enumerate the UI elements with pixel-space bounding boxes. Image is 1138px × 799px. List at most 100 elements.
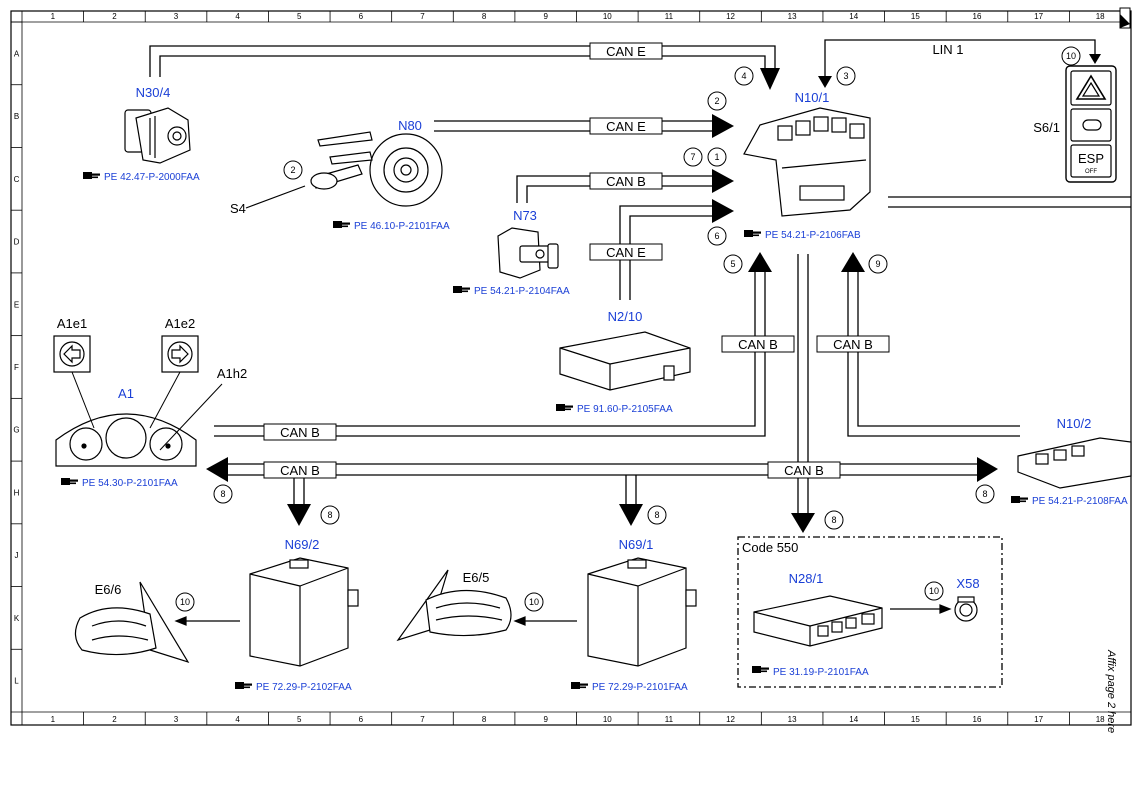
grid-column-label: 1	[51, 12, 56, 21]
reference-icon	[453, 286, 470, 293]
grid-column-label: 12	[726, 12, 735, 21]
marker-9: 9	[868, 254, 888, 274]
grid-column-label: 9	[543, 12, 548, 21]
grid-row-label: D	[14, 238, 20, 247]
marker-8-n69-1: 8	[647, 505, 667, 525]
component-s6-1: S6/1 ESP OFF	[1033, 7, 1131, 183]
n69-1-drawing	[587, 557, 697, 667]
svg-text:PE 91.60-P-2105FAA: PE 91.60-P-2105FAA	[577, 404, 673, 415]
drawing-frame	[10, 10, 1132, 726]
e6-5-drawing	[396, 569, 512, 642]
svg-text:OFF: OFF	[1085, 169, 1097, 175]
component-n69-2: N69/2 PE 72.29-P-2102FAA	[235, 537, 359, 693]
grid-column-label: 10	[603, 715, 612, 724]
arrowheads	[206, 54, 1101, 533]
component-n28-1: N28/1 PE 31.19-P-2101FAA	[752, 571, 883, 678]
marker-8-n69-2: 8	[320, 505, 340, 525]
grid-row-label: E	[14, 300, 19, 309]
grid-column-label: 17	[1034, 12, 1043, 21]
svg-text:10: 10	[529, 597, 539, 607]
svg-text:X58: X58	[956, 576, 979, 591]
svg-text:Code 550: Code 550	[742, 540, 798, 555]
blank-switch	[1070, 108, 1112, 142]
component-n10-1: N10/1 PE 54.21-P-2106FAB	[743, 90, 871, 241]
svg-text:CAN B: CAN B	[784, 463, 824, 478]
grid-column-label: 10	[603, 12, 612, 21]
grid-column-label: 7	[420, 12, 425, 21]
svg-text:N10/1: N10/1	[795, 90, 830, 105]
svg-text:CAN B: CAN B	[606, 174, 646, 189]
svg-text:2: 2	[290, 165, 295, 175]
grid-column-label: 3	[174, 12, 179, 21]
svg-text:A1h2: A1h2	[217, 366, 247, 381]
marker-8-n28-1: 8	[824, 510, 844, 530]
component-n30-4: N30/4 PE 42.47-P-2000FAA	[83, 85, 200, 183]
marker-8-n10-2: 8	[975, 484, 995, 504]
reference-icon	[83, 172, 100, 179]
svg-text:CAN B: CAN B	[280, 463, 320, 478]
grid-row-label: K	[14, 614, 20, 623]
grid-column-label: 13	[788, 715, 797, 724]
grid-row-label: B	[14, 112, 19, 121]
reference-icon	[571, 682, 588, 689]
component-n73: N73 PE 54.21-P-2104FAA	[453, 208, 570, 297]
svg-text:PE 72.29-P-2101FAA: PE 72.29-P-2101FAA	[592, 682, 688, 693]
component-x58: X58	[954, 576, 980, 622]
code-550-box: Code 550	[737, 536, 1003, 688]
grid-column-label: 16	[973, 12, 982, 21]
svg-text:7: 7	[690, 152, 695, 162]
hazard-warning-switch	[1070, 70, 1112, 106]
svg-text:2: 2	[714, 96, 719, 106]
n30-4-drawing	[124, 107, 191, 164]
svg-text:PE 42.47-P-2000FAA: PE 42.47-P-2000FAA	[104, 172, 200, 183]
svg-text:1: 1	[714, 152, 719, 162]
marker-10-x58: 10	[924, 581, 944, 601]
signal-arrows	[174, 604, 952, 626]
grid-column-label: 12	[726, 715, 735, 724]
svg-text:5: 5	[730, 259, 735, 269]
n10-1-drawing	[743, 107, 871, 217]
svg-text:PE 31.19-P-2101FAA: PE 31.19-P-2101FAA	[773, 667, 869, 678]
grid-row-label: F	[14, 363, 19, 372]
n10-2-drawing	[1017, 437, 1132, 489]
svg-text:N28/1: N28/1	[789, 571, 824, 586]
grid-row-label: G	[13, 426, 19, 435]
marker-10-s6: 10	[1061, 46, 1081, 66]
grid-row-label: J	[15, 551, 19, 560]
svg-text:8: 8	[327, 510, 332, 520]
component-e6-5: E6/5	[396, 569, 512, 642]
bus-label-can-b-a1: CAN B	[263, 423, 337, 441]
reference-icon	[235, 682, 252, 689]
grid-column-label: 18	[1096, 12, 1105, 21]
svg-text:S4: S4	[230, 201, 246, 216]
bus-label-can-e-top: CAN E	[589, 42, 663, 60]
svg-text:N69/2: N69/2	[285, 537, 320, 552]
svg-text:CAN E: CAN E	[606, 119, 646, 134]
grid-column-label: 14	[849, 715, 858, 724]
marker-10-e6-6: 10	[175, 592, 195, 612]
bus-label-can-b-n73: CAN B	[589, 172, 663, 190]
marker-5: 5	[723, 254, 743, 274]
reference-icon	[556, 404, 573, 411]
cluster-drawing	[55, 413, 197, 467]
grid-column-label: 8	[482, 715, 487, 724]
grid-column-label: 6	[359, 715, 364, 724]
svg-text:6: 6	[714, 231, 719, 241]
grid-column-label: 15	[911, 12, 920, 21]
grid-column-label: 11	[665, 715, 674, 724]
svg-text:S6/1: S6/1	[1033, 120, 1060, 135]
svg-text:PE 54.21-P-2104FAA: PE 54.21-P-2104FAA	[474, 286, 570, 297]
svg-text:8: 8	[982, 489, 987, 499]
bus-label-can-b-main-right: CAN B	[767, 461, 841, 479]
svg-text:CAN B: CAN B	[738, 337, 778, 352]
grid-column-label: 3	[174, 715, 179, 724]
svg-text:A1e2: A1e2	[165, 316, 195, 331]
grid-row-label: L	[14, 677, 19, 686]
grid-row-label: A	[14, 49, 20, 58]
grid-column-label: 2	[112, 12, 117, 21]
bus-label-can-e-n2-10: CAN E	[589, 243, 663, 261]
grid-column-label: 16	[973, 715, 982, 724]
